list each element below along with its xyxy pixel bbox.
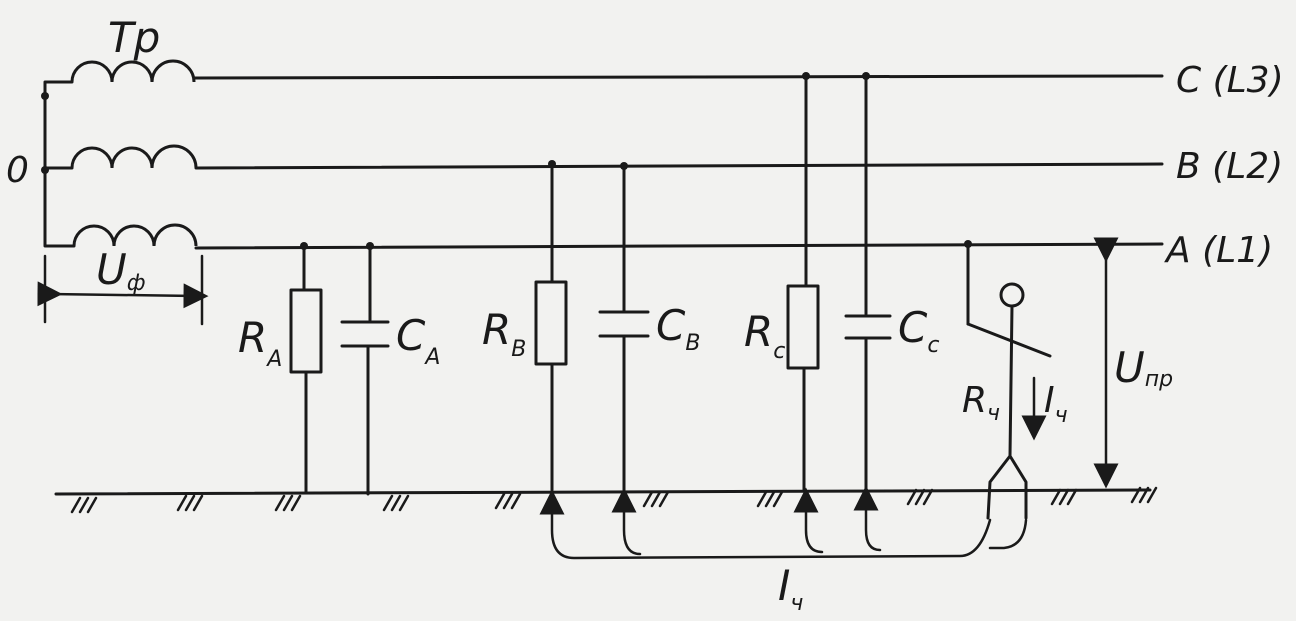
return-path-rc [793, 487, 824, 554]
r-person-label: Rч [962, 380, 1000, 426]
cc-label: Cc [898, 303, 939, 358]
phase-c-label: C (L3) [1176, 60, 1284, 101]
u-touch-label: Uпр [1114, 343, 1173, 392]
neutral-node [41, 92, 49, 100]
person-body [1008, 304, 1014, 458]
resistor-ra [289, 288, 323, 374]
phase-a-leakage [289, 242, 390, 496]
return-path-cb [611, 487, 642, 556]
rc-label: Rc [744, 307, 785, 364]
resistor-rb [534, 280, 568, 366]
phase-a-label: A (L1) [1164, 230, 1273, 271]
return-path-b [539, 489, 992, 560]
ground-line [54, 488, 1152, 496]
u-phase-dimension [37, 254, 209, 326]
i-bottom-label: Iч [778, 561, 803, 616]
rb-label: RB [482, 305, 526, 362]
person-arm [966, 322, 1052, 358]
person-legs [986, 454, 1028, 520]
return-path-leg2 [988, 518, 1028, 550]
winding-c [70, 59, 196, 83]
person-contact [964, 240, 1052, 520]
neutral-bus [43, 80, 76, 248]
winding-b [70, 144, 198, 169]
phase-c-leakage [786, 72, 892, 492]
line-a [194, 242, 1164, 250]
ground-hatching [70, 486, 1158, 514]
cb-label: CB [656, 301, 700, 356]
u-phase-label: Uф [96, 245, 146, 296]
line-c [192, 74, 1164, 80]
phase-b-leakage [534, 160, 650, 494]
line-b [194, 162, 1164, 170]
ra-label: RA [238, 313, 282, 372]
winding-a [72, 223, 198, 247]
earth-current-paths [539, 485, 1028, 560]
person-head [999, 282, 1025, 308]
neutral-point [41, 166, 49, 174]
return-path-cc [853, 485, 882, 552]
phase-b-label: B (L2) [1176, 146, 1283, 187]
ca-label: CA [396, 311, 440, 370]
neutral-label: 0 [6, 150, 29, 191]
i-person-label: Iч [1044, 380, 1068, 428]
transformer-label: Тр [108, 13, 160, 62]
transformer [41, 59, 198, 248]
ground [54, 486, 1158, 514]
resistor-rc [786, 284, 820, 370]
